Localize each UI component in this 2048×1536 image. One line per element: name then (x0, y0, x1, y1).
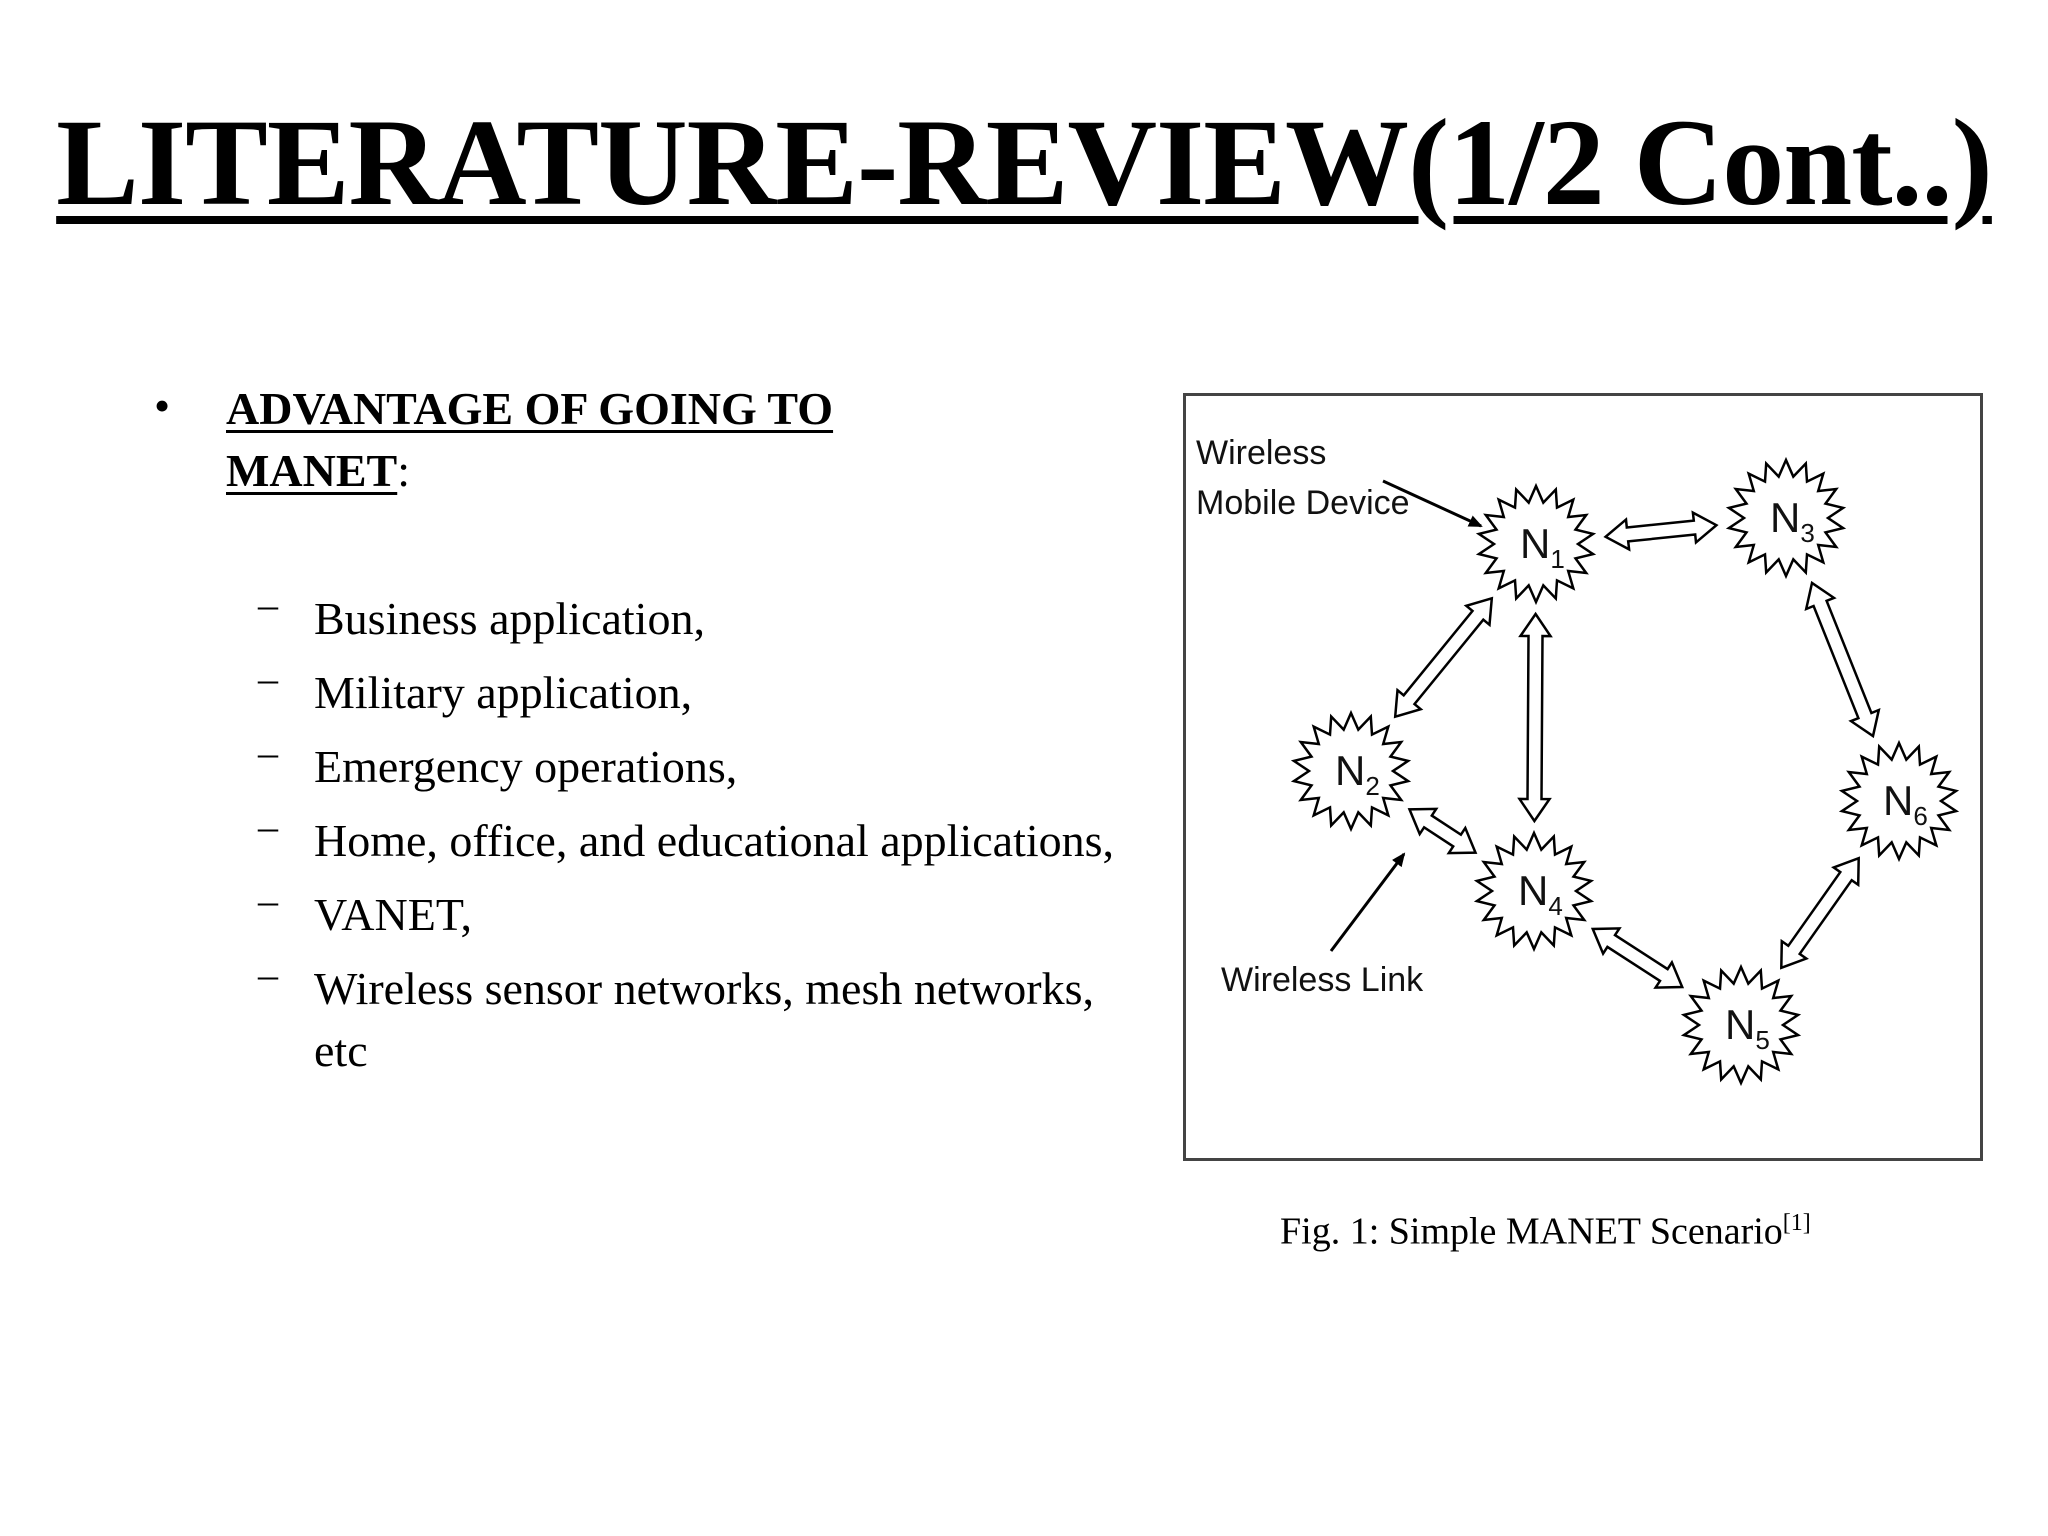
node-label-base: N (1518, 867, 1548, 914)
section-heading-suffix: : (397, 445, 411, 496)
node-label-base: N (1335, 747, 1365, 794)
list-item-text: Wireless sensor networks, mesh networks,… (314, 963, 1095, 1076)
section-heading-text: ADVANTAGE OF GOING TO MANET (226, 383, 834, 496)
double-arrow-link (1804, 580, 1881, 739)
node-label: N4 (1518, 867, 1563, 921)
figure-caption-ref: [1] (1782, 1210, 1811, 1236)
starburst-node-icon (1838, 739, 1960, 863)
node-n4: N4 (1473, 829, 1595, 953)
dash-icon: – (258, 582, 278, 627)
list-item-text: Business application, (314, 593, 705, 644)
wireless-links (1393, 510, 1881, 989)
list-item: – Business application, (258, 582, 1138, 650)
node-label-base: N (1520, 520, 1550, 567)
node-label-subscript: 6 (1913, 801, 1927, 831)
node-label-subscript: 5 (1755, 1025, 1769, 1055)
node-label: N5 (1725, 1001, 1770, 1055)
node-label-base: N (1883, 777, 1913, 824)
figure-caption: Fig. 1: Simple MANET Scenario[1] (1280, 1198, 1980, 1257)
list-item-text: Emergency operations, (314, 741, 738, 792)
slide-title: LITERATURE-REVIEW(1/2 Cont..) (0, 94, 2048, 231)
figure-caption-text: Fig. 1: Simple MANET Scenario (1280, 1210, 1783, 1253)
slide-title-text: LITERATURE-REVIEW(1/2 Cont..) (56, 94, 1993, 231)
double-arrow-link (1517, 611, 1553, 824)
list-item: – Wireless sensor networks, mesh network… (258, 952, 1138, 1082)
double-arrow-link (1393, 596, 1494, 719)
double-arrow-link (1590, 927, 1685, 989)
double-arrow-link (1780, 856, 1860, 970)
dash-icon: – (258, 952, 278, 997)
node-label: N2 (1335, 747, 1380, 801)
starburst-node-icon (1725, 456, 1847, 580)
list-item-text: VANET, (314, 889, 473, 940)
device-pointer-arrow (1382, 479, 1483, 528)
node-label-subscript: 2 (1365, 771, 1379, 801)
starburst-node-icon (1680, 963, 1802, 1087)
starburst-node-icon (1475, 482, 1597, 606)
list-item: – Emergency operations, (258, 730, 1138, 798)
node-label-subscript: 4 (1548, 891, 1562, 921)
dash-icon: – (258, 656, 278, 701)
double-arrow-link (1407, 807, 1478, 855)
section-heading: ADVANTAGE OF GOING TO MANET: (226, 378, 1018, 502)
node-n5: N5 (1680, 963, 1802, 1087)
node-n2: N2 (1290, 709, 1412, 833)
node-n1: N1 (1475, 482, 1597, 606)
double-arrow-link (1603, 510, 1719, 552)
advantage-list: – Business application, – Military appli… (258, 582, 1138, 1094)
starburst-node-icon (1290, 709, 1412, 833)
link-pointer-arrow (1329, 852, 1406, 952)
list-item: – Military application, (258, 656, 1138, 724)
list-item-text: Military application, (314, 667, 693, 718)
link-label: Wireless Link (1221, 961, 1424, 999)
node-label-base: N (1770, 494, 1800, 541)
dash-icon: – (258, 730, 278, 775)
list-item: – Home, office, and educational applicat… (258, 804, 1138, 872)
advantage-section: • ADVANTAGE OF GOING TO MANET: – Busines… (154, 378, 1114, 1076)
dash-icon: – (258, 804, 278, 849)
node-n3: N3 (1725, 456, 1847, 580)
device-label-line2: Mobile Device (1196, 484, 1410, 522)
device-label-line1: Wireless (1196, 434, 1326, 472)
node-label-subscript: 3 (1800, 518, 1814, 548)
starburst-node-icon (1473, 829, 1595, 953)
list-item-text: Home, office, and educational applicatio… (314, 815, 1115, 866)
node-label: N1 (1520, 520, 1565, 574)
node-label: N3 (1770, 494, 1815, 548)
bullet-icon: • (154, 380, 171, 431)
node-label: N6 (1883, 777, 1928, 831)
manet-diagram: Wireless Mobile Device Wireless Link N1N… (1196, 434, 1960, 1087)
node-label-subscript: 1 (1550, 544, 1564, 574)
dash-icon: – (258, 878, 278, 923)
node-label-base: N (1725, 1001, 1755, 1048)
node-n6: N6 (1838, 739, 1960, 863)
list-item: – VANET, (258, 878, 1138, 946)
